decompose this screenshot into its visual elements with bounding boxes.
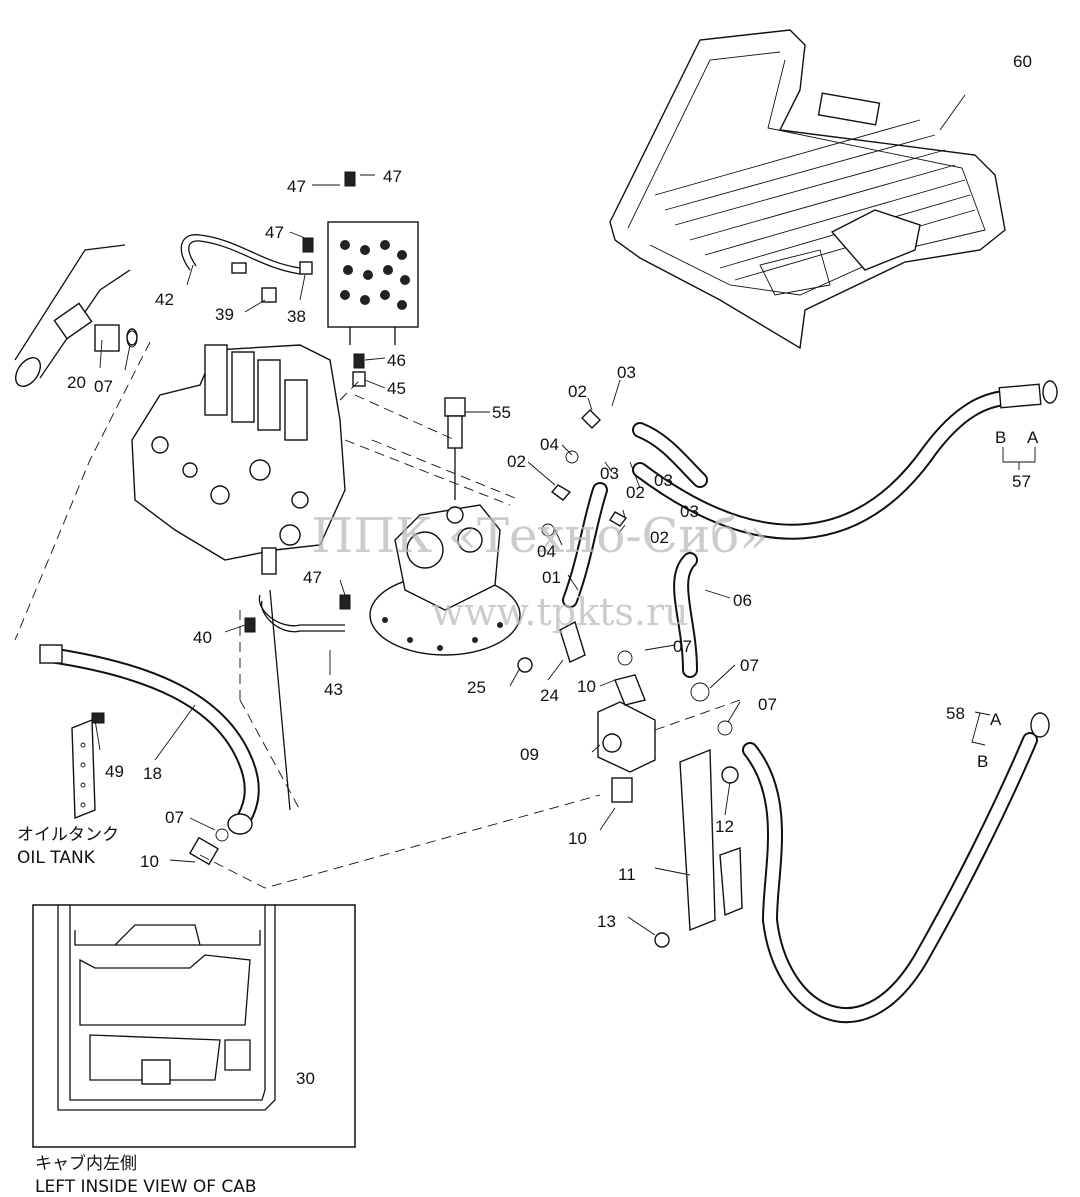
- fitting-47-top: [344, 171, 356, 187]
- label-38: 38: [287, 307, 306, 326]
- label-10: 10: [568, 829, 587, 848]
- label-18: 18: [143, 764, 162, 783]
- label-07: 07: [94, 377, 113, 396]
- label-03: 03: [617, 363, 636, 382]
- pilot-valve-part: [327, 221, 419, 345]
- label-25: 25: [467, 678, 486, 697]
- bracket-11: [679, 748, 716, 932]
- label-07: 07: [673, 637, 692, 656]
- label-01: 01: [542, 568, 561, 587]
- label-09: 09: [520, 745, 539, 764]
- bracket-49: [71, 718, 96, 820]
- label-13: 13: [597, 912, 616, 931]
- oil-tank-caption-en: OIL TANK: [17, 848, 96, 868]
- label-b: B: [995, 428, 1006, 447]
- label-a: A: [990, 710, 1002, 729]
- label-03: 03: [600, 464, 619, 483]
- label-47: 47: [303, 568, 322, 587]
- label-04: 04: [540, 435, 559, 454]
- label-60: 60: [1013, 52, 1032, 71]
- label-49: 49: [105, 762, 124, 781]
- junction-block-09: [597, 674, 656, 803]
- label-45: 45: [387, 379, 406, 398]
- label-24: 24: [540, 686, 559, 705]
- label-a: A: [1027, 428, 1039, 447]
- label-43: 43: [324, 680, 343, 699]
- label-47: 47: [265, 223, 284, 242]
- label-07: 07: [165, 808, 184, 827]
- label-06: 06: [733, 591, 752, 610]
- label-39: 39: [215, 305, 234, 324]
- label-12: 12: [715, 817, 734, 836]
- control-valve-part: [131, 344, 346, 575]
- label-07: 07: [758, 695, 777, 714]
- label-02: 02: [626, 483, 645, 502]
- fitting-55: [444, 397, 466, 500]
- label-55: 55: [492, 403, 511, 422]
- label-02: 02: [650, 528, 669, 547]
- label-58: 58: [946, 704, 965, 723]
- label-47: 47: [287, 177, 306, 196]
- label-b: B: [977, 752, 988, 771]
- label-20: 20: [67, 373, 86, 392]
- swing-motor-part: [369, 504, 521, 656]
- label-02: 02: [568, 382, 587, 401]
- callout-labels: 60 47 47 47 42 39 38 20 07 46 45 55 03 0…: [67, 52, 1039, 1088]
- label-30: 30: [296, 1069, 315, 1088]
- switch-30: [141, 1059, 171, 1085]
- oil-tank-caption-jp: オイルタンク: [17, 825, 119, 845]
- pilot-hose-42: [180, 234, 301, 271]
- fitting-46: [353, 353, 365, 369]
- label-40: 40: [193, 628, 212, 647]
- label-10: 10: [140, 852, 159, 871]
- fitting-45: [352, 371, 366, 387]
- label-04: 04: [537, 542, 556, 561]
- label-57: 57: [1012, 472, 1031, 491]
- label-11: 11: [618, 865, 636, 884]
- label-42: 42: [155, 290, 174, 309]
- label-10: 10: [577, 677, 596, 696]
- watermark-title: ППК «Техно-Сиб»: [311, 508, 768, 564]
- floor-mat-part: [609, 29, 1006, 350]
- label-02: 02: [507, 452, 526, 471]
- watermark-url: www.tpkts.ru: [431, 590, 688, 634]
- label-47: 47: [383, 167, 402, 186]
- suction-pipe-part: [14, 244, 138, 388]
- label-46: 46: [387, 351, 406, 370]
- cab-caption-en: LEFT INSIDE VIEW OF CAB: [35, 1177, 257, 1197]
- label-03: 03: [654, 471, 673, 490]
- cab-caption-jp: キャブ内左側: [35, 1153, 137, 1174]
- cab-inset: [32, 904, 356, 1148]
- hose-43: [269, 589, 291, 811]
- label-07: 07: [740, 656, 759, 675]
- label-03: 03: [680, 502, 699, 521]
